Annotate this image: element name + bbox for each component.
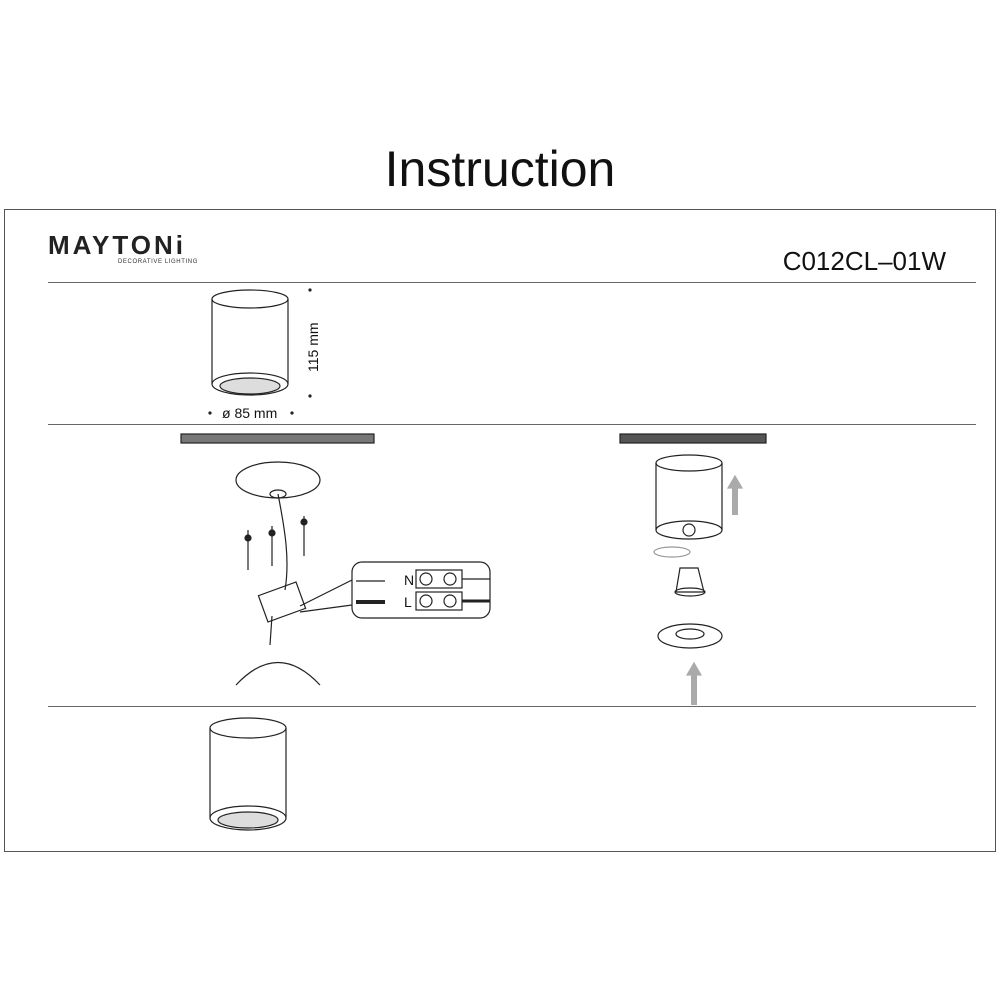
diameter-label: ø 85 mm <box>222 405 277 421</box>
brand-tagline: DECORATIVE LIGHTING <box>118 259 198 265</box>
lamp-finished-drawing <box>209 717 287 831</box>
mounting-drawing <box>180 433 491 686</box>
divider <box>48 706 976 707</box>
screw-icon <box>244 530 252 570</box>
screw-icon <box>300 516 308 556</box>
screw-icon <box>268 526 276 566</box>
model-number: C012CL–01W <box>782 246 946 276</box>
divider <box>48 424 976 425</box>
live-label: L <box>404 594 412 610</box>
height-label: 115 mm <box>305 322 321 372</box>
instruction-frame <box>4 209 996 852</box>
divider <box>48 282 976 283</box>
bulb-install-drawing <box>619 433 767 705</box>
page-title: Instruction <box>384 141 616 197</box>
lamp-dimension-drawing <box>208 288 312 415</box>
neutral-label: N <box>404 572 414 588</box>
brand-logo: MAYTONi <box>48 230 187 260</box>
